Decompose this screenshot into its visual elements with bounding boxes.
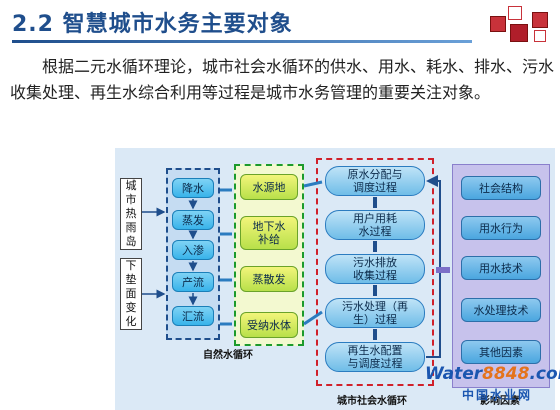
underlying-surface-label: 下 垫 面 变 化 [120,258,142,330]
watermark-site-name: 中国水业网 [462,388,533,402]
natural-step-precipitation: 降水 [172,178,214,198]
receiving-water-box: 受纳水体 [240,312,298,338]
evapotranspiration-box: 蒸散发 [240,266,298,292]
social-step-raw-water: 原水分配与 调度过程 [325,166,425,196]
water-source-box: 水源地 [240,174,298,200]
natural-step-runoff: 产流 [172,272,214,292]
social-step-reclaimed-water: 再生水配置 与调度过程 [325,342,425,372]
header: 2.2 智慧城市水务主要对象 [0,0,560,44]
factor-social-structure: 社会结构 [461,176,541,200]
natural-step-infiltration: 入渗 [172,240,214,260]
factors-caption: 影响因素 [480,396,520,407]
social-step-sewage-treatment: 污水处理（再 生）过程 [325,298,425,328]
cubes-logo [486,2,558,46]
water-to-social-arrows [303,180,323,326]
natural-step-evaporation: 蒸发 [172,210,214,230]
natural-step-confluence: 汇流 [172,306,214,326]
social-cycle-panel [316,158,434,386]
social-step-sewage-collection: 污水排放 收集过程 [325,254,425,284]
label-arrows [142,207,166,299]
title-underline [12,40,472,43]
factor-water-behavior: 用水行为 [461,216,541,240]
social-cycle-caption: 城市社会水循环 [337,396,407,407]
intro-paragraph: 根据二元水循环理论，城市社会水循环的供水、用水、耗水、排水、污水收集处理、再生水… [10,54,555,106]
groundwater-recharge-box: 地下水 补给 [240,216,298,250]
natural-cycle-caption: 自然水循环 [203,350,253,361]
page-title: 2.2 智慧城市水务主要对象 [12,12,293,37]
intro-text: 根据二元水循环理论，城市社会水循环的供水、用水、耗水、排水、污水收集处理、再生水… [10,57,555,102]
factor-water-technology: 用水技术 [461,256,541,280]
factor-other: 其他因素 [461,340,541,364]
social-step-user-consumption: 用户用耗 水过程 [325,210,425,240]
urban-heat-island-label: 城 市 热 雨 岛 [120,178,142,250]
factor-treatment-technology: 水处理技术 [461,298,541,322]
natural-to-water-arrows [220,188,232,326]
watermark-logo: Water8848.com [425,364,560,384]
